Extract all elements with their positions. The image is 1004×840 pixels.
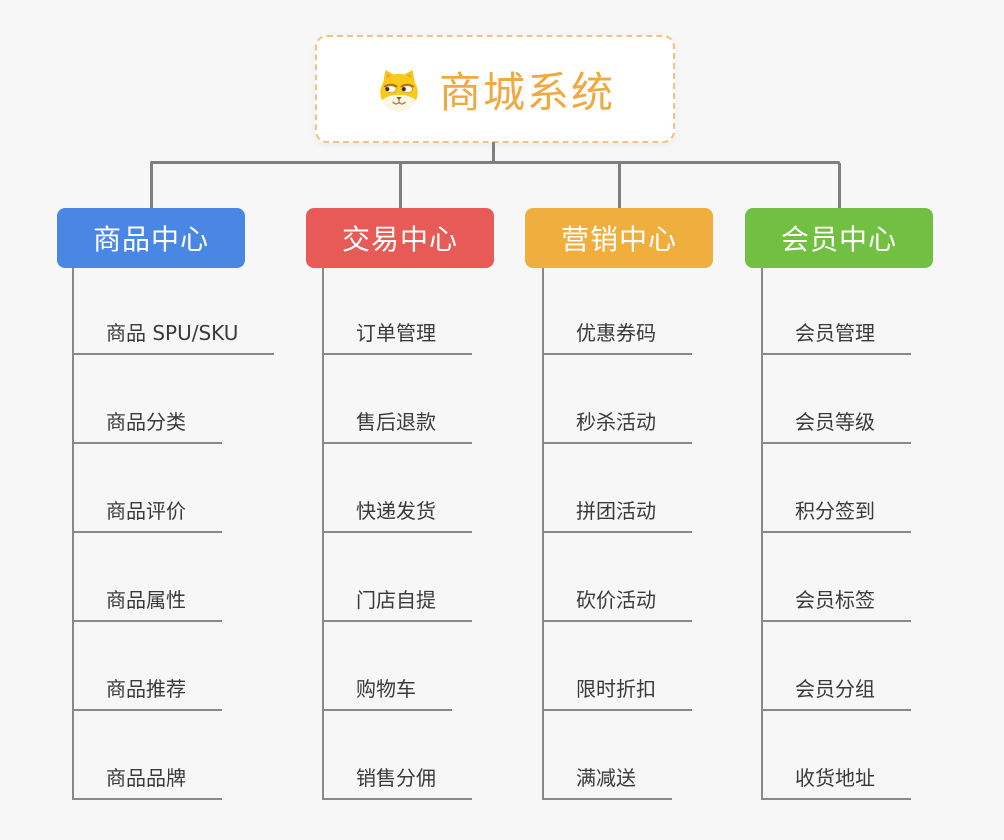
leaf-node: 拼团活动 [542,444,692,533]
leaf-node: 商品品牌 [72,711,222,800]
leaf-node: 会员管理 [761,268,911,355]
leaf-node: 销售分佣 [322,711,472,800]
leaf-node: 积分签到 [761,444,911,533]
leaf-node: 商品评价 [72,444,222,533]
branch-node-member-center: 会员中心 [745,208,933,268]
leaf-node: 限时折扣 [542,622,692,711]
root-node: 商城系统 [315,35,675,143]
leaf-node: 商品属性 [72,533,222,622]
branch-node-product-center: 商品中心 [57,208,245,268]
connector-bus [149,161,840,164]
connector-root-stem [491,142,495,163]
branch-children-marketing: 优惠券码 秒杀活动 拼团活动 砍价活动 限时折扣 满减送 [542,268,692,800]
branch-node-marketing-center: 营销中心 [525,208,713,268]
connector-drop-product [149,163,153,209]
leaf-node: 砍价活动 [542,533,692,622]
leaf-node: 商品推荐 [72,622,222,711]
leaf-node: 购物车 [322,622,452,711]
leaf-node: 快递发货 [322,444,472,533]
leaf-node: 满减送 [542,711,672,800]
leaf-node: 收货地址 [761,711,911,800]
leaf-node: 门店自提 [322,533,472,622]
connector-drop-member [837,163,841,209]
leaf-node: 秒杀活动 [542,355,692,444]
leaf-node: 优惠券码 [542,268,692,355]
leaf-node: 订单管理 [322,268,472,355]
branch-children-member: 会员管理 会员等级 积分签到 会员标签 会员分组 收货地址 [761,268,911,800]
connector-drop-trade [398,163,402,209]
branch-children-product: 商品 SPU/SKU 商品分类 商品评价 商品属性 商品推荐 商品品牌 [72,268,275,800]
branch-children-trade: 订单管理 售后退款 快递发货 门店自提 购物车 销售分佣 [322,268,472,800]
leaf-node: 商品 SPU/SKU [72,268,275,355]
shiba-dog-icon [380,69,418,111]
leaf-node: 会员标签 [761,533,911,622]
root-title: 商城系统 [438,67,615,117]
connector-drop-marketing [617,163,621,209]
leaf-node: 会员分组 [761,622,911,711]
branch-node-trade-center: 交易中心 [306,208,494,268]
leaf-node: 会员等级 [761,355,911,444]
leaf-node: 售后退款 [322,355,472,444]
leaf-node: 商品分类 [72,355,222,444]
